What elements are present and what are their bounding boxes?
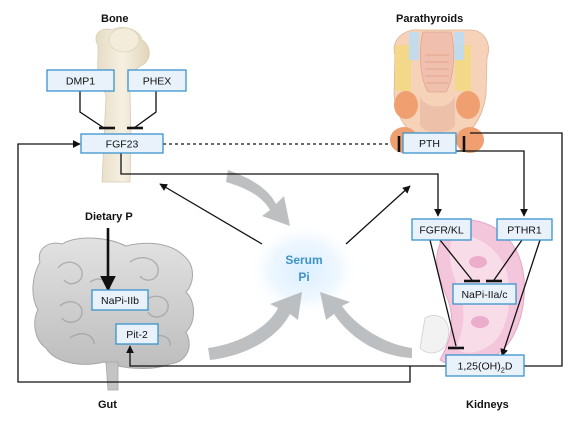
vitd-to-pit2	[126, 345, 446, 367]
box-pthr1: PTHR1	[496, 218, 553, 241]
serum-pi-label-line2: Pi	[298, 270, 309, 284]
serum-pi-glow	[248, 222, 360, 318]
box-dmp1: DMP1	[46, 69, 115, 92]
box-napi-iib-text: NaPi-IIb	[101, 295, 139, 307]
gray-flow-arrows	[208, 170, 412, 360]
organ-label-kidneys: Kidneys	[466, 399, 509, 411]
box-napi-iia-c-text: NaPi-IIa/c	[461, 289, 507, 301]
box-vitamin-d-text: 1,25(OH)2D	[458, 361, 513, 375]
box-napi-iib: NaPi-IIb	[91, 289, 149, 311]
parathyroids-illustration	[390, 29, 489, 153]
vitd-base: 1,25(OH)	[458, 361, 501, 373]
pthr1-to-vitd	[500, 239, 541, 357]
organ-label-gut: Gut	[98, 399, 117, 411]
organ-label-bone: Bone	[101, 13, 129, 25]
fgfr-to-napiia	[439, 239, 473, 281]
box-pit2: Pit-2	[115, 323, 159, 345]
serum-to-bone	[159, 183, 263, 245]
box-pit2-text: Pit-2	[126, 329, 148, 341]
box-fgf23-text: FGF23	[106, 139, 139, 151]
box-pthr1-text: PTHR1	[507, 225, 542, 237]
box-fgfr-kl-text: FGFR/KL	[419, 225, 463, 237]
gut-illustration	[32, 237, 194, 391]
phex-to-fgf23	[133, 91, 157, 129]
box-fgfr-kl: FGFR/KL	[411, 218, 472, 241]
pthr1-to-napiia	[493, 239, 523, 281]
box-pth-text: PTH	[419, 138, 440, 150]
vitd-subscript: 2	[501, 366, 505, 375]
box-vitamin-d: 1,25(OH)2D	[445, 354, 525, 377]
pth-to-pthr1	[456, 150, 528, 217]
box-dmp1-text: DMP1	[66, 76, 95, 88]
box-pth: PTH	[402, 132, 457, 154]
fgf23-to-fgfr	[120, 153, 442, 217]
dmp1-to-fgf23	[79, 91, 105, 129]
box-phex: PHEX	[127, 69, 187, 92]
organ-label-parathyroids: Parathyroids	[396, 13, 463, 25]
serum-to-parathyroids	[345, 185, 411, 245]
bone-illustration	[95, 27, 150, 183]
box-phex-text: PHEX	[143, 76, 172, 88]
vitd-to-pth-loop	[470, 132, 563, 367]
organ-label-dietary: Dietary P	[85, 211, 133, 223]
vitd-end: D	[505, 361, 513, 373]
box-napi-iia-c: NaPi-IIa/c	[452, 283, 517, 305]
connector-lines	[17, 91, 563, 383]
box-fgf23: FGF23	[80, 133, 164, 154]
serum-pi-label-line1: Serum	[285, 253, 322, 267]
vitd-to-fgf23-loop	[17, 140, 411, 383]
fgfr-to-vitd	[429, 239, 457, 347]
